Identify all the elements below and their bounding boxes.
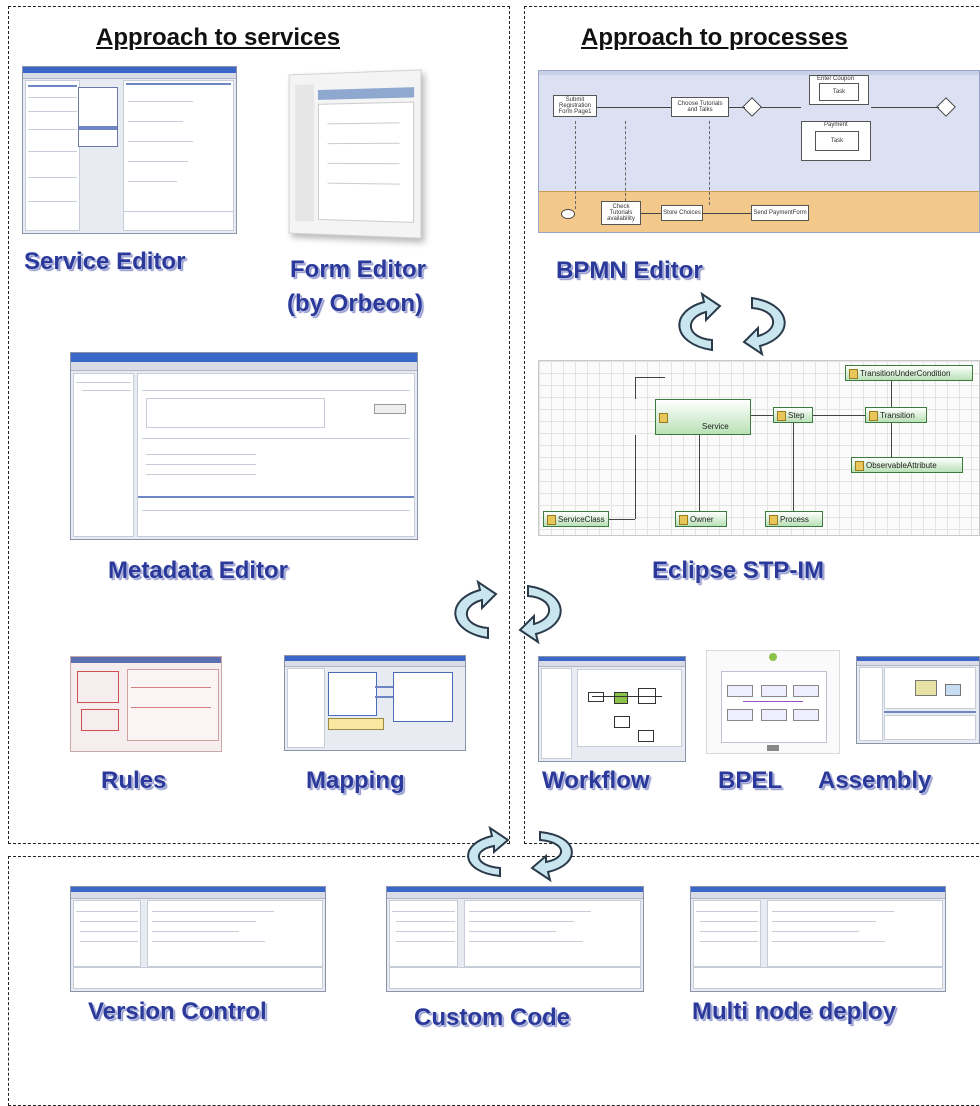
stp-transition: Transition: [865, 407, 927, 423]
metadata-editor-label: Metadata Editor: [108, 557, 289, 584]
service-editor-screenshot: [22, 66, 237, 234]
exchange-arrows-icon: [678, 291, 786, 357]
rules-screenshot: [70, 656, 222, 752]
stp-owner: Owner: [675, 511, 727, 527]
eclipse-stp-im-label: Eclipse STP-IM: [652, 557, 825, 584]
services-panel: [8, 6, 510, 844]
assembly-screenshot: [856, 656, 980, 744]
processes-title: Approach to processes: [581, 24, 848, 51]
version-control-screenshot: [70, 886, 326, 992]
form-editor-label-line1: Form Editor: [290, 256, 426, 283]
bpmn-send-task: Send PaymentForm: [751, 205, 809, 221]
bpmn-choose-task: Choose Tutorials and Talks: [671, 97, 729, 117]
bpmn-store-task: Store Choices: [661, 205, 703, 221]
stp-observable: ObservableAttribute: [851, 457, 963, 473]
stp-transition-cond: TransitionUnderCondition: [845, 365, 973, 381]
bpmn-submit-task: Submit Registration Form Page1: [553, 95, 597, 117]
eclipse-stp-im-diagram: TransitionUnderCondition Service Step Tr…: [538, 360, 980, 536]
version-control-label: Version Control: [88, 998, 267, 1025]
bpmn-enter-coupon-label: Enter Coupon: [817, 76, 855, 82]
metadata-editor-screenshot: [70, 352, 418, 540]
bpmn-task2: Task: [815, 131, 859, 151]
rules-label: Rules: [101, 767, 167, 794]
mapping-label: Mapping: [306, 767, 405, 794]
multi-node-deploy-screenshot: [690, 886, 946, 992]
custom-code-screenshot: [386, 886, 644, 992]
service-editor-label: Service Editor: [24, 248, 186, 275]
bpmn-payment-label: Payment: [824, 122, 848, 128]
bpmn-check-task: Check Tutorials availability: [601, 201, 641, 225]
bpel-label: BPEL: [718, 767, 783, 794]
processes-panel: [524, 6, 980, 844]
stp-process: Process: [765, 511, 823, 527]
mapping-screenshot: [284, 655, 466, 751]
form-editor-label-line2: (by Orbeon): [287, 290, 423, 317]
assembly-label: Assembly: [818, 767, 932, 794]
bpmn-task1: Task: [819, 83, 859, 101]
exchange-arrows-icon: [454, 579, 562, 645]
workflow-screenshot: [538, 656, 686, 762]
stp-service-class: ServiceClass: [543, 511, 609, 527]
form-editor-screenshot: [288, 69, 422, 239]
stp-step: Step: [773, 407, 813, 423]
bpmn-editor-label: BPMN Editor: [556, 257, 703, 284]
services-title: Approach to services: [96, 24, 341, 51]
stp-service: Service: [655, 399, 751, 435]
workflow-label: Workflow: [542, 767, 650, 794]
exchange-arrows-icon: [467, 825, 573, 883]
bpel-screenshot: [706, 650, 840, 754]
bpmn-editor-diagram: Submit Registration Form Page1 Choose Tu…: [538, 70, 980, 233]
custom-code-label: Custom Code: [414, 1004, 570, 1031]
multi-node-deploy-label: Multi node deploy: [692, 998, 896, 1025]
